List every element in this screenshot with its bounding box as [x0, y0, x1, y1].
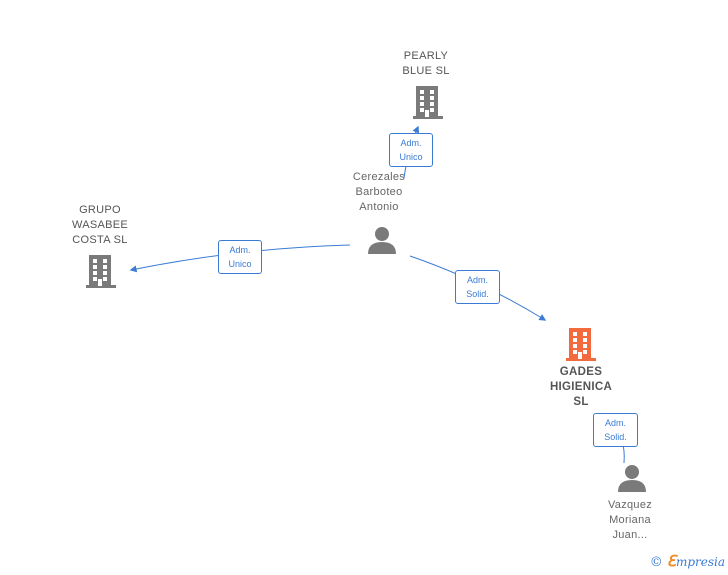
company-label-pearly-blue[interactable]: PEARLY BLUE SL — [402, 50, 450, 77]
building-icon[interactable] — [85, 254, 117, 288]
brand-footer[interactable]: ©ℇmpresia — [650, 552, 725, 570]
brand-logo-e: ℇ — [666, 552, 676, 570]
building-icon[interactable] — [412, 85, 444, 119]
person-icon[interactable] — [367, 225, 397, 255]
person-icon[interactable] — [617, 463, 647, 493]
copyright-icon: © — [649, 555, 663, 570]
relation-badge-adm-solid[interactable]: Adm. Solid. — [455, 270, 500, 304]
person-label-cerezales[interactable]: Cerezales Barboteo Antonio — [352, 171, 406, 213]
building-icon[interactable] — [565, 327, 597, 361]
brand-name: mpresia — [675, 555, 725, 569]
person-label-vazquez[interactable]: Vazquez Moriana Juan... — [607, 499, 653, 541]
company-label-gades-higienica[interactable]: GADES HIGIENICA SL — [549, 366, 613, 408]
relation-badge-adm-unico[interactable]: Adm. Unico — [389, 133, 433, 167]
relation-badge-adm-unico[interactable]: Adm. Unico — [218, 240, 262, 274]
relation-badge-adm-solid[interactable]: Adm. Solid. — [593, 413, 638, 447]
company-label-grupo-wasabee[interactable]: GRUPO WASABEE COSTA SL — [71, 204, 129, 246]
